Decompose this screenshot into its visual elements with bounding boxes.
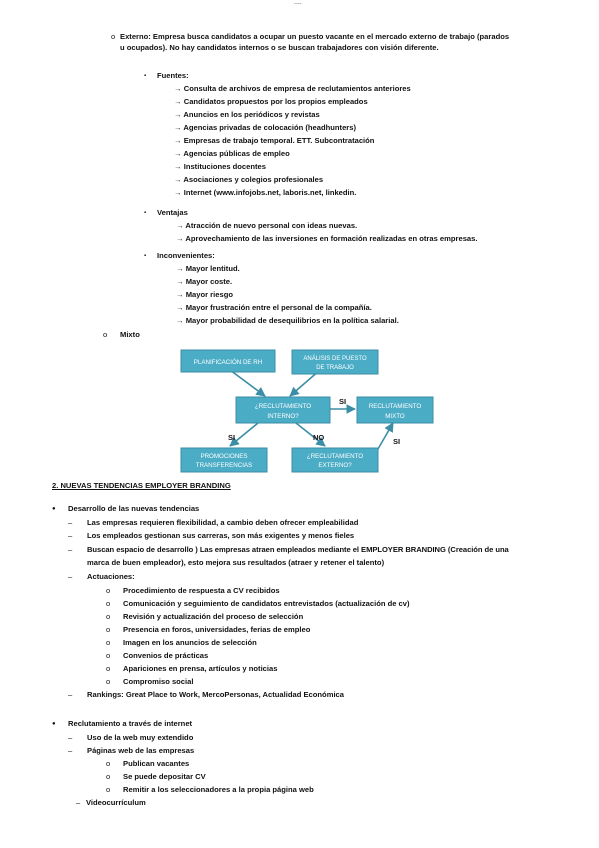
label-no: NO <box>313 433 324 442</box>
circle-bullet: o <box>106 625 111 634</box>
arrow-externo-to-mixto <box>377 422 394 450</box>
inconvenientes-item: → Mayor lentitud. <box>176 264 240 273</box>
arrow-planificacion-to-interno <box>229 369 266 397</box>
inconvenientes-item: → Mayor coste. <box>176 277 233 286</box>
dash-bullet: – <box>68 746 73 755</box>
dot-bullet: ● <box>52 721 56 727</box>
fuentes-item: → Candidatos propuestos por los propios … <box>174 97 368 106</box>
externo-text-line1: Externo: Empresa busca candidatos a ocup… <box>120 32 510 41</box>
box-externo-label-1: ¿RECLUTAMIENTO <box>307 453 363 460</box>
paginas-sub-item: Se puede depositar CV <box>123 772 206 781</box>
box-mixto <box>356 396 434 424</box>
circle-bullet: o <box>106 638 111 647</box>
square-bullet: ▪ <box>144 73 147 79</box>
circle-bullet: o <box>111 32 116 41</box>
actuaciones-item: Compromiso social <box>123 677 194 686</box>
actuaciones-item: Procedimiento de respuesta a CV recibido… <box>123 586 280 595</box>
label-si-top: SI <box>339 397 346 406</box>
circle-bullet: o <box>106 599 111 608</box>
inconvenientes-item: → Mayor riesgo <box>176 290 233 299</box>
circle-bullet: o <box>106 651 111 660</box>
box-promociones-label-2: TRANSFERENCIAS <box>196 462 252 469</box>
rankings-item: Rankings: Great Place to Work, MercoPers… <box>87 690 344 699</box>
label-si-right: SI <box>393 437 400 446</box>
fuentes-item: → Anuncios en los periódicos y revistas <box>174 110 320 119</box>
fuentes-item: → Agencias públicas de empleo <box>174 149 290 158</box>
section-heading: 2. NUEVAS TENDENCIAS EMPLOYER BRANDING <box>52 481 231 490</box>
internet-item: Páginas web de las empresas <box>87 746 195 755</box>
actuaciones-item: Presencia en foros, universidades, feria… <box>123 625 311 634</box>
videocurriculum-item: Videocurrículum <box>86 798 146 807</box>
box-analisis-label-2: DE TRABAJO <box>316 365 354 371</box>
box-analisis-label-1: ANÁLISIS DE PUESTO <box>303 355 367 362</box>
circle-bullet: o <box>106 759 111 768</box>
circle-bullet: o <box>106 612 111 621</box>
desarrollo-label: Desarrollo de las nuevas tendencias <box>68 504 200 513</box>
box-interno-label-1: ¿RECLUTAMIENTO <box>255 403 311 410</box>
circle-bullet: o <box>106 785 111 794</box>
desarrollo-item: Buscan espacio de desarrollo ) Las empre… <box>87 545 509 554</box>
box-interno-label-2: INTERNO? <box>267 413 299 420</box>
fuentes-item: → Empresas de trabajo temporal. ETT. Sub… <box>174 136 375 145</box>
circle-bullet: o <box>106 586 111 595</box>
dash-bullet: – <box>68 531 73 540</box>
circle-bullet: o <box>103 330 108 339</box>
dash-bullet: – <box>68 733 73 742</box>
box-planificacion <box>180 349 276 373</box>
top-mark: .... <box>294 0 302 6</box>
box-analisis <box>291 349 379 375</box>
desarrollo-item: Las empresas requieren flexibilidad, a c… <box>87 518 359 527</box>
circle-bullet: o <box>106 664 111 673</box>
externo-text-line2: u ocupados). No hay candidatos internos … <box>120 43 439 52</box>
internet-label: Reclutamiento a través de internet <box>68 719 193 728</box>
square-bullet: ▪ <box>144 210 147 216</box>
dash-bullet: – <box>68 690 73 699</box>
inconvenientes-item: → Mayor probabilidad de desequilibrios e… <box>176 316 399 325</box>
arrow-interno-to-promociones <box>229 422 259 447</box>
arrow-interno-to-externo <box>295 422 326 447</box>
box-interno <box>235 396 331 424</box>
actuaciones-item: Convenios de prácticas <box>123 651 209 660</box>
box-mixto-label-1: RECLUTAMIENTO <box>369 403 422 410</box>
fuentes-label: Fuentes: <box>157 71 189 80</box>
mixto-label: Mixto <box>120 330 140 339</box>
fuentes-item: → Instituciones docentes <box>174 162 266 171</box>
dash-bullet: – <box>76 798 81 807</box>
dash-bullet: – <box>68 572 73 581</box>
box-promociones <box>180 447 268 473</box>
actuaciones-item: Comunicación y seguimiento de candidatos… <box>123 599 410 608</box>
inconvenientes-label: Inconvenientes: <box>157 251 215 260</box>
ventajas-item: → Aprovechamiento de las inversiones en … <box>176 234 478 243</box>
dash-bullet: – <box>68 545 73 554</box>
square-bullet: ▪ <box>144 253 147 259</box>
dot-bullet: ● <box>52 506 56 512</box>
circle-bullet: o <box>106 772 111 781</box>
label-si-left: SI <box>228 433 235 442</box>
fuentes-item: → Consulta de archivos de empresa de rec… <box>174 84 411 93</box>
box-planificacion-label: PLANIFICACIÓN DE RH <box>194 359 262 366</box>
desarrollo-item: Los empleados gestionan sus carreras, so… <box>87 531 355 540</box>
actuaciones-item: Imagen en los anuncios de selección <box>123 638 257 647</box>
fuentes-item: → Agencias privadas de colocación (headh… <box>174 123 357 132</box>
actuaciones-item: Apariciones en prensa, artículos y notic… <box>123 664 278 673</box>
ventajas-item: → Atracción de nuevo personal con ideas … <box>176 221 358 230</box>
fuentes-item: → Internet (www.infojobs.net, laboris.ne… <box>174 188 357 197</box>
actuaciones-item: Revisión y actualización del proceso de … <box>123 612 304 621</box>
inconvenientes-item: → Mayor frustración entre el personal de… <box>176 303 372 312</box>
box-externo-label-2: EXTERNO? <box>318 462 352 469</box>
paginas-sub-item: Publican vacantes <box>123 759 190 768</box>
actuaciones-label: Actuaciones: <box>87 572 135 581</box>
box-promociones-label-1: PROMOCIONES <box>200 453 247 460</box>
box-mixto-label-2: MIXTO <box>385 413 405 420</box>
dash-bullet: – <box>68 518 73 527</box>
ventajas-label: Ventajas <box>157 208 188 217</box>
circle-bullet: o <box>106 677 111 686</box>
paginas-sub-item: Remitir a los seleccionadores a la propi… <box>123 785 314 794</box>
desarrollo-item-continuation: marca de buen empleador), esto mejora su… <box>87 558 385 567</box>
box-externo <box>291 447 379 473</box>
fuentes-item: → Asociaciones y colegios profesionales <box>174 175 324 184</box>
internet-item: Uso de la web muy extendido <box>87 733 194 742</box>
